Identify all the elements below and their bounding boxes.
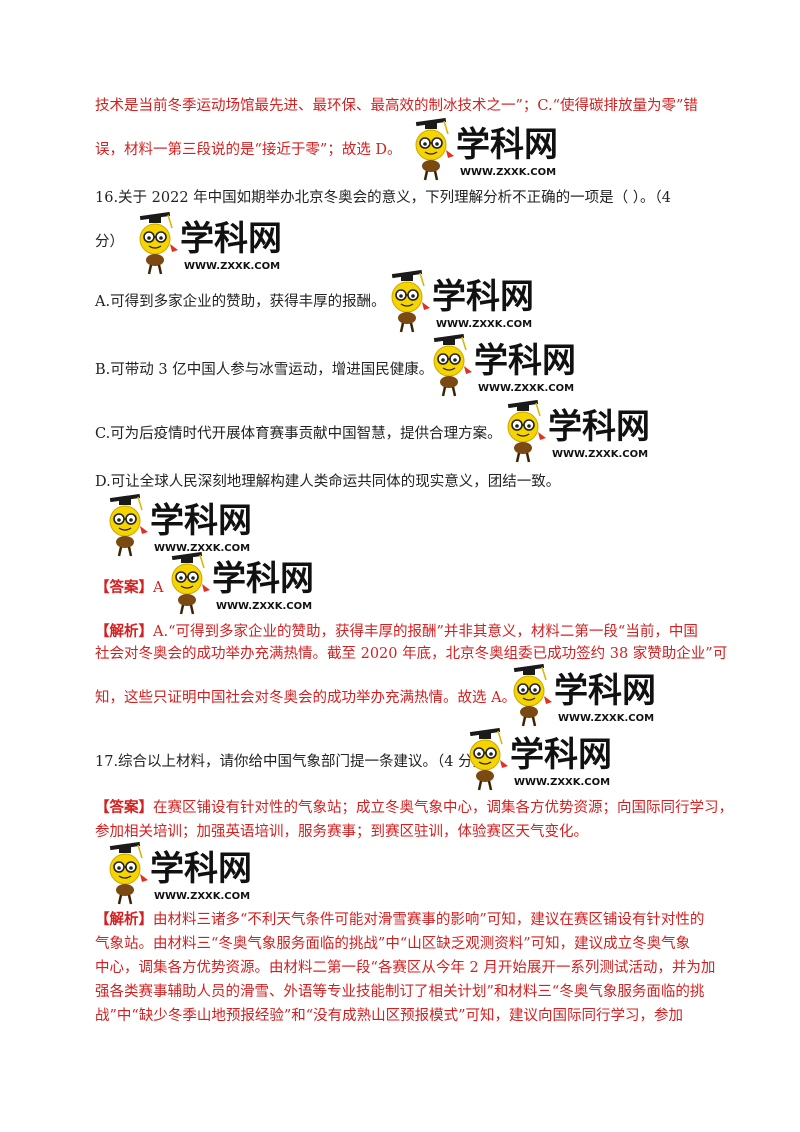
analysis-text: 由材料三诸多“不利天气条件可能对滑雪赛事的影响”可知，建议在赛区铺设有针对性的 (153, 912, 705, 928)
logo-url-text: WWW.ZXXK.COM (184, 261, 280, 272)
zxxk-logo: 学科网 WWW.ZXXK.COM (456, 728, 616, 796)
zxxk-logo: 学科网 WWW.ZXXK.COM (126, 212, 286, 280)
zxxk-logo-graphic: 学科网 WWW.ZXXK.COM (391, 270, 534, 333)
mascot-icon (433, 334, 472, 397)
analysis-tag: 【解析】 (95, 911, 153, 928)
logo-url-text: WWW.ZXXK.COM (154, 891, 250, 902)
zxxk-logo-graphic: 学科网 WWW.ZXXK.COM (139, 212, 282, 275)
q17-answer-line-2: 参加相关培训；加强英语培训，服务赛事；到赛区驻训，体验赛区天气变化。 (95, 824, 588, 840)
zxxk-logo-graphic: 学科网 WWW.ZXXK.COM (415, 118, 558, 181)
q17-analysis-line-4: 强各类赛事辅助人员的滑雪、外语等专业技能制订了相关计划”和材料三“冬奥气象服务面… (95, 984, 705, 1000)
mascot-icon (513, 664, 552, 727)
logo-url-text: WWW.ZXXK.COM (154, 543, 250, 554)
q16-option-c: C.可为后疫情时代开展体育赛事贡献中国智慧，提供合理方案。 (95, 426, 502, 442)
mascot-icon (171, 552, 210, 615)
answer-value: A (153, 580, 164, 596)
mascot-icon (109, 494, 148, 557)
logo-url-text: WWW.ZXXK.COM (216, 601, 312, 612)
logo-url-text: WWW.ZXXK.COM (478, 383, 574, 394)
q15-explanation-line-2: 误，材料一第三段说的是“接近于零”；故选 D。 (95, 142, 402, 158)
mascot-icon (139, 212, 178, 275)
logo-url-text: WWW.ZXXK.COM (552, 449, 648, 460)
q17-analysis-line-2: 气象站。由材料三“冬奥气象服务面临的挑战”中“山区缺乏观测资料”可知，建议成立冬… (95, 936, 691, 952)
mascot-icon (415, 118, 454, 181)
logo-brand-text: 学科网 (212, 559, 314, 599)
answer-text: 在赛区铺设有针对性的气象站；成立冬奥气象中心，调集各方优势资源；向国际同行学习， (153, 800, 733, 816)
logo-brand-text: 学科网 (150, 849, 252, 889)
mascot-icon (109, 842, 148, 905)
zxxk-logo: 学科网 WWW.ZXXK.COM (500, 664, 660, 732)
zxxk-logo: 学科网 WWW.ZXXK.COM (494, 400, 654, 468)
q16-answer: 【答案】A (95, 578, 163, 598)
mascot-icon (507, 400, 546, 463)
answer-tag: 【答案】 (95, 579, 153, 596)
q17-analysis-line-3: 中心，调集各方优势资源。由材料二第一段“各赛区从今年 2 月开始展开一系列测试活… (95, 960, 716, 976)
logo-url-text: WWW.ZXXK.COM (460, 167, 556, 178)
zxxk-logo: 学科网 WWW.ZXXK.COM (158, 552, 318, 620)
logo-brand-text: 学科网 (456, 125, 558, 165)
q16-option-d: D.可让全球人民深刻地理解构建人类命运共同体的现实意义，团结一致。 (95, 474, 561, 490)
zxxk-logo-graphic: 学科网 WWW.ZXXK.COM (109, 494, 252, 557)
logo-url-text: WWW.ZXXK.COM (436, 319, 532, 330)
q16-analysis-line-2: 社会对冬奥会的成功举办充满热情。截至 2020 年底，北京冬奥组委已成功签约 3… (95, 646, 728, 662)
logo-url-text: WWW.ZXXK.COM (558, 713, 654, 724)
logo-brand-text: 学科网 (150, 501, 252, 541)
q16-stem-line-2: 分） (95, 234, 124, 250)
q16-analysis-line-1: 【解析】A.“可得到多家企业的赞助，获得丰厚的报酬”并非其意义，材料二第一段“当… (95, 622, 698, 642)
q16-stem-line-1: 16.关于 2022 年中国如期举办北京冬奥会的意义，下列理解分析不正确的一项是… (95, 190, 672, 206)
logo-brand-text: 学科网 (474, 341, 576, 381)
q17-stem: 17.综合以上材料，请你给中国气象部门提一条建议。（4 分） (95, 754, 488, 770)
logo-brand-text: 学科网 (432, 277, 534, 317)
logo-brand-text: 学科网 (548, 407, 650, 447)
zxxk-logo-graphic: 学科网 WWW.ZXXK.COM (513, 664, 656, 727)
q17-analysis-line-5: 战”中“缺少冬季山地预报经验”和“没有成熟山区预报模式”可知，建议向国际同行学习… (95, 1008, 684, 1024)
zxxk-logo-graphic: 学科网 WWW.ZXXK.COM (507, 400, 650, 463)
zxxk-logo: 学科网 WWW.ZXXK.COM (96, 842, 256, 910)
zxxk-logo: 学科网 WWW.ZXXK.COM (378, 270, 538, 338)
zxxk-logo-graphic: 学科网 WWW.ZXXK.COM (469, 728, 612, 791)
zxxk-logo-graphic: 学科网 WWW.ZXXK.COM (433, 334, 576, 397)
analysis-text: A.“可得到多家企业的赞助，获得丰厚的报酬”并非其意义，材料二第一段“当前，中国 (153, 624, 698, 640)
q16-option-a: A.可得到多家企业的赞助，获得丰厚的报酬。 (95, 294, 386, 310)
zxxk-logo: 学科网 WWW.ZXXK.COM (96, 494, 256, 562)
zxxk-logo: 学科网 WWW.ZXXK.COM (402, 118, 562, 186)
q17-analysis-line-1: 【解析】由材料三诸多“不利天气条件可能对滑雪赛事的影响”可知，建议在赛区铺设有针… (95, 910, 704, 930)
mascot-icon (469, 728, 508, 791)
logo-brand-text: 学科网 (554, 671, 656, 711)
logo-brand-text: 学科网 (510, 735, 612, 775)
mascot-icon (391, 270, 430, 333)
analysis-tag: 【解析】 (95, 623, 153, 640)
zxxk-logo: 学科网 WWW.ZXXK.COM (420, 334, 580, 402)
q16-analysis-line-3: 知，这些只证明中国社会对冬奥会的成功举办充满热情。故选 A。 (95, 690, 517, 706)
q16-option-b: B.可带动 3 亿中国人参与冰雪运动，增进国民健康。 (95, 362, 434, 378)
logo-brand-text: 学科网 (180, 219, 282, 259)
zxxk-logo-graphic: 学科网 WWW.ZXXK.COM (171, 552, 314, 615)
logo-url-text: WWW.ZXXK.COM (514, 777, 610, 788)
answer-tag: 【答案】 (95, 799, 153, 816)
zxxk-logo-graphic: 学科网 WWW.ZXXK.COM (109, 842, 252, 905)
q15-explanation-line-1: 技术是当前冬季运动场馆最先进、最环保、最高效的制冰技术之一”；C.“使得碳排放量… (95, 98, 698, 114)
q17-answer-line-1: 【答案】在赛区铺设有针对性的气象站；成立冬奥气象中心，调集各方优势资源；向国际同… (95, 798, 733, 818)
